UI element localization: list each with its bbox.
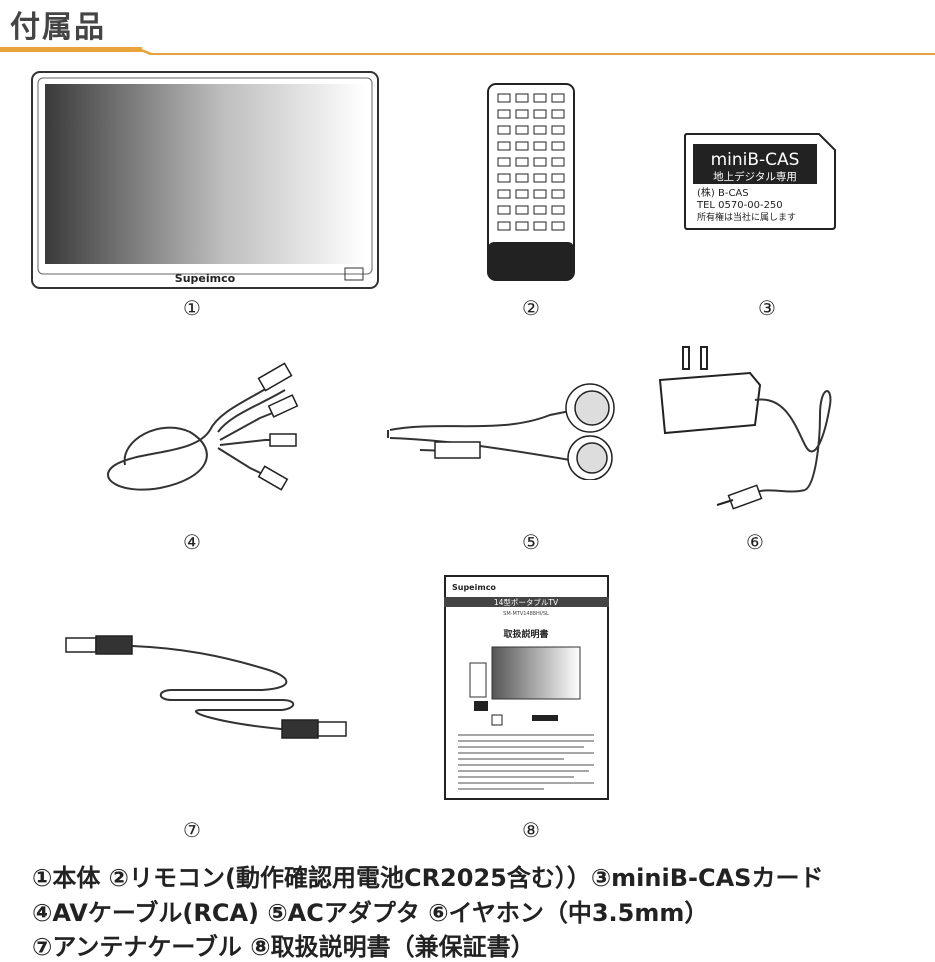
item-number-5: ⑤ bbox=[522, 530, 540, 554]
bcas-ownership: 所有権は当社に属します bbox=[697, 211, 796, 223]
manual-band: 14型ポータブルTV bbox=[494, 597, 559, 607]
caption-line-1: ①本体 ②リモコン(動作確認用電池CR2025含む））③miniB-CASカード bbox=[32, 864, 824, 892]
ac-adapter-image bbox=[658, 346, 832, 510]
earphones-image bbox=[387, 383, 615, 480]
item-number-1: ① bbox=[183, 296, 201, 320]
manual-brand: Supeimco bbox=[452, 583, 496, 592]
page-title: 付属品 bbox=[10, 10, 106, 45]
manual-image: Supeimco 14型ポータブルTV SM-MTV1488HI/SL 取扱説明… bbox=[444, 575, 609, 800]
item-number-7: ⑦ bbox=[183, 818, 201, 842]
item-number-6: ⑥ bbox=[746, 530, 764, 554]
bcas-company: (株) B-CAS bbox=[697, 186, 749, 199]
tv-brand-label: Supeimco bbox=[175, 272, 236, 285]
bcas-subtitle: 地上デジタル専用 bbox=[713, 170, 797, 183]
manual-model: SM-MTV1488HI/SL bbox=[503, 611, 549, 617]
manual-heading: 取扱説明書 bbox=[503, 628, 548, 640]
av-cable-image bbox=[107, 362, 299, 491]
bcas-tel: TEL 0570-00-250 bbox=[696, 200, 783, 211]
minib-cas-card-image: miniB-CAS 地上デジタル専用 (株) B-CAS TEL 0570-00… bbox=[684, 133, 836, 230]
item-number-4: ④ bbox=[183, 530, 201, 554]
title-underline bbox=[0, 47, 935, 55]
caption-line-2: ④AVケーブル(RCA) ⑤ACアダプタ ⑥イヤホン（中3.5mm） bbox=[32, 899, 709, 927]
antenna-cable-image bbox=[65, 635, 347, 739]
remote-control-image bbox=[487, 83, 575, 281]
item-number-3: ③ bbox=[758, 296, 776, 320]
item-number-8: ⑧ bbox=[522, 818, 540, 842]
bcas-title: miniB-CAS bbox=[711, 150, 800, 170]
item-number-2: ② bbox=[522, 296, 540, 320]
caption-line-3: ⑦アンテナケーブル ⑧取扱説明書（兼保証書） bbox=[32, 933, 535, 961]
tv-image: Supeimco bbox=[31, 71, 379, 289]
